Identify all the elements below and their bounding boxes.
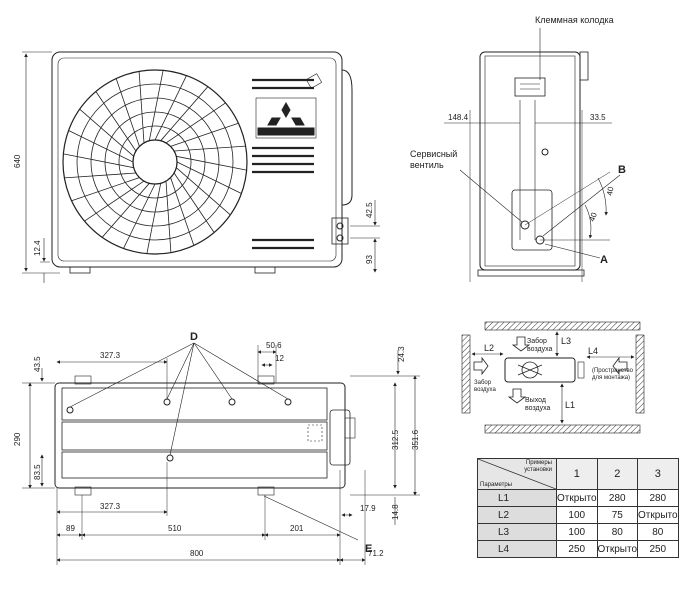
service-valve-label-1: Сервисный — [410, 149, 457, 159]
table-col-header: 1 — [556, 458, 598, 490]
dim-bot-201: 201 — [290, 524, 304, 533]
top-view — [22, 342, 420, 565]
l1-label: L1 — [565, 400, 575, 410]
dim-top-14-8: 14.8 — [391, 504, 400, 520]
mount-space-1: (Пространство — [592, 368, 634, 374]
hole-d-3 — [228, 398, 236, 406]
service-valve-label-2: вентиль — [410, 160, 444, 170]
air-intake-top-2: воздуха — [527, 346, 553, 353]
table-col-header: 2 — [596, 458, 639, 490]
air-intake-left-1: Забор — [474, 380, 492, 386]
table-cell: Открыто — [637, 506, 679, 524]
dim-front-valve-2: 93 — [365, 255, 374, 264]
label-b: B — [618, 164, 626, 176]
label-a: A — [600, 254, 608, 266]
dim-front-base: 12.4 — [33, 240, 42, 256]
table-cell: 80 — [596, 523, 639, 541]
ceiling-wall — [484, 321, 641, 331]
side-casing — [479, 51, 581, 271]
dim-top-351-6: 351.6 — [411, 429, 420, 450]
table-param-cell: L3 — [477, 523, 557, 541]
table-cell: 250 — [556, 540, 598, 558]
dim-front-height: 640 — [13, 154, 22, 168]
terminal-block-label: Клеммная колодка — [535, 15, 614, 25]
dim-bot-800: 800 — [190, 549, 204, 558]
dim-top-width-2: 327.3 — [100, 502, 121, 511]
dim-side-angle-1: 40 — [605, 185, 616, 196]
dim-bot-510: 510 — [168, 524, 182, 533]
dim-top-50-6: 50.6 — [266, 341, 282, 350]
fan-grill — [62, 69, 248, 255]
dim-top-83-5: 83.5 — [33, 464, 42, 480]
table-param-cell: L4 — [477, 540, 557, 558]
right-wall — [635, 334, 645, 414]
air-intake-top-1: Забор — [527, 337, 547, 345]
table-cell: Открыто — [556, 489, 598, 507]
table-cell: 75 — [596, 506, 639, 524]
brand-logo — [255, 97, 317, 139]
top-casing — [54, 382, 346, 489]
table-row: L4 250 Открыто 250 — [477, 540, 679, 558]
floor-wall — [484, 424, 641, 434]
dim-top-12: 12 — [275, 354, 284, 363]
table-cell: 100 — [556, 523, 598, 541]
label-e: E — [365, 543, 372, 555]
table-row: L2 100 75 Открыто — [477, 506, 679, 524]
dim-side-angle-2: 40 — [587, 211, 599, 223]
dim-top-290: 290 — [13, 432, 22, 446]
front-view — [22, 51, 380, 283]
table-cell: 250 — [637, 540, 679, 558]
air-exhaust-2: воздуха — [525, 405, 551, 412]
installation-diagram — [461, 321, 645, 434]
dim-top-312-5: 312.5 — [391, 429, 400, 450]
table-col-header: 3 — [637, 458, 679, 490]
table-param-cell: L1 — [477, 489, 557, 507]
dim-side-left: 148.4 — [448, 113, 469, 122]
l2-label: L2 — [484, 343, 494, 353]
table-cell: 280 — [596, 489, 639, 507]
header-examples: Примеры — [525, 460, 552, 466]
dim-side-right: 33.5 — [590, 113, 606, 122]
terminal-block-shape — [514, 77, 546, 97]
side-view — [444, 28, 621, 282]
dim-front-valve-1: 42.5 — [365, 202, 374, 218]
label-d: D — [190, 331, 198, 343]
table-cell: 280 — [637, 489, 679, 507]
dim-top-24-3: 24.3 — [397, 346, 406, 362]
table-row: L3 100 80 80 — [477, 523, 679, 541]
hole-d-4 — [284, 398, 292, 406]
l3-label: L3 — [561, 336, 571, 346]
dim-top-43-5: 43.5 — [33, 356, 42, 372]
header-installation: установки — [524, 467, 552, 473]
front-valves — [331, 217, 349, 245]
dim-bot-71-2: 71.2 — [368, 549, 384, 558]
dim-top-width-1: 327.3 — [100, 351, 121, 360]
dim-bot-89: 89 — [66, 524, 75, 533]
table-row: L1 Открыто 280 280 — [477, 489, 679, 507]
air-exhaust-1: Выход — [525, 397, 546, 404]
front-casing — [51, 51, 343, 268]
front-louvers — [252, 78, 314, 250]
l4-label: L4 — [588, 346, 598, 356]
header-params: Параметры — [480, 482, 512, 488]
mount-space-2: для монтажа) — [592, 375, 630, 381]
hole-d-5 — [166, 454, 174, 462]
hole-d-1 — [66, 406, 74, 414]
table-cell: 100 — [556, 506, 598, 524]
table-cell: Открыто — [596, 540, 639, 558]
table-param-cell: L2 — [477, 506, 557, 524]
dim-top-17-9: 17.9 — [360, 504, 376, 513]
air-intake-left-2: воздуха — [474, 387, 496, 393]
table-cell: 80 — [637, 523, 679, 541]
unit-plan-shape — [504, 357, 576, 383]
left-wall — [461, 334, 471, 414]
